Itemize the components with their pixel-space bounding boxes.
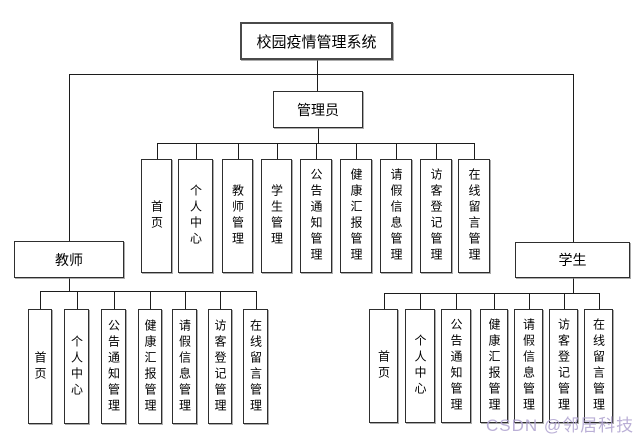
connector-line — [317, 60, 318, 91]
node-teacher-child: 个人中心 — [64, 309, 89, 424]
connector-line — [564, 293, 565, 309]
node-label: 教师管理 — [230, 184, 245, 248]
connector-line — [318, 128, 319, 143]
connector-line — [384, 293, 599, 294]
node-label: 访客登记管理 — [556, 318, 571, 414]
node-student-child: 首页 — [369, 309, 398, 423]
connector-line — [573, 74, 574, 242]
node-teacher-child: 在线留言管理 — [243, 309, 268, 424]
connector-line — [494, 293, 495, 309]
connector-line — [69, 74, 573, 75]
node-admin-child: 访客登记管理 — [420, 159, 452, 273]
connector-line — [396, 143, 397, 159]
connector-line — [277, 143, 278, 159]
connector-line — [150, 291, 151, 309]
connector-line — [420, 293, 421, 309]
node-admin-child: 请假信息管理 — [380, 159, 412, 273]
node-admin-child: 首页 — [141, 159, 172, 273]
node-student-child: 公告通知管理 — [441, 309, 471, 423]
connector-line — [573, 278, 574, 293]
connector-line — [157, 143, 474, 144]
node-admin-child: 公告通知管理 — [300, 159, 332, 273]
node-admin-child: 学生管理 — [261, 159, 292, 273]
connector-line — [69, 74, 70, 241]
node-label: 在线留言管理 — [467, 168, 481, 264]
node-admin-label: 管理员 — [297, 101, 339, 118]
node-admin-child: 在线留言管理 — [458, 159, 490, 273]
node-teacher-child: 请假信息管理 — [172, 309, 197, 424]
node-student-child: 在线留言管理 — [584, 309, 613, 423]
node-student-child: 个人中心 — [405, 309, 435, 423]
node-label: 健康汇报管理 — [487, 318, 501, 414]
node-teacher-child: 公告通知管理 — [101, 309, 126, 424]
node-teacher-label: 教师 — [55, 251, 83, 268]
connector-line — [114, 291, 115, 309]
node-label: 首页 — [149, 200, 164, 232]
node-label: 请假信息管理 — [521, 318, 536, 414]
node-label: 个人中心 — [69, 334, 84, 399]
connector-line — [356, 143, 357, 159]
node-label: 首页 — [376, 350, 391, 382]
node-label: 健康汇报管理 — [143, 318, 157, 415]
node-admin-child: 健康汇报管理 — [340, 159, 372, 273]
connector-line — [238, 143, 239, 159]
connector-line — [157, 143, 158, 159]
node-root: 校园疫情管理系统 — [240, 22, 393, 60]
node-admin: 管理员 — [273, 91, 363, 128]
connector-line — [256, 291, 257, 309]
node-student: 学生 — [515, 242, 630, 278]
node-student-label: 学生 — [558, 252, 587, 268]
connector-line — [220, 291, 221, 309]
connector-line — [474, 143, 475, 159]
node-label: 访客登记管理 — [213, 318, 227, 415]
node-label: 个人中心 — [188, 184, 203, 248]
connector-line — [599, 293, 600, 309]
node-label: 在线留言管理 — [248, 318, 263, 415]
connector-line — [316, 143, 317, 159]
connector-line — [40, 291, 41, 309]
node-label: 健康汇报管理 — [349, 168, 363, 264]
connector-line — [77, 291, 78, 309]
connector-line — [436, 143, 437, 159]
node-student-child: 访客登记管理 — [549, 309, 578, 423]
node-label: 访客登记管理 — [429, 168, 443, 264]
node-teacher-child: 首页 — [28, 309, 52, 424]
node-admin-child: 教师管理 — [222, 159, 253, 273]
node-label: 学生管理 — [269, 184, 284, 248]
node-label: 请假信息管理 — [177, 318, 192, 415]
connector-line — [529, 293, 530, 309]
node-teacher: 教师 — [14, 241, 124, 278]
node-teacher-child: 访客登记管理 — [208, 309, 232, 424]
node-label: 首页 — [33, 350, 47, 383]
node-label: 个人中心 — [413, 334, 427, 398]
node-root-label: 校园疫情管理系统 — [256, 33, 377, 51]
node-label: 公告通知管理 — [449, 318, 463, 414]
node-label: 公告通知管理 — [106, 318, 121, 415]
connector-line — [40, 291, 256, 292]
node-label: 请假信息管理 — [389, 168, 403, 264]
node-admin-child: 个人中心 — [178, 159, 213, 273]
connector-line — [185, 291, 186, 309]
connector-line — [69, 278, 70, 291]
connector-line — [196, 143, 197, 159]
connector-line — [456, 293, 457, 309]
node-student-child: 请假信息管理 — [514, 309, 543, 423]
node-label: 在线留言管理 — [591, 318, 606, 414]
connector-line — [384, 293, 385, 309]
node-teacher-child: 健康汇报管理 — [138, 309, 162, 424]
node-label: 公告通知管理 — [309, 168, 323, 264]
node-student-child: 健康汇报管理 — [480, 309, 508, 423]
